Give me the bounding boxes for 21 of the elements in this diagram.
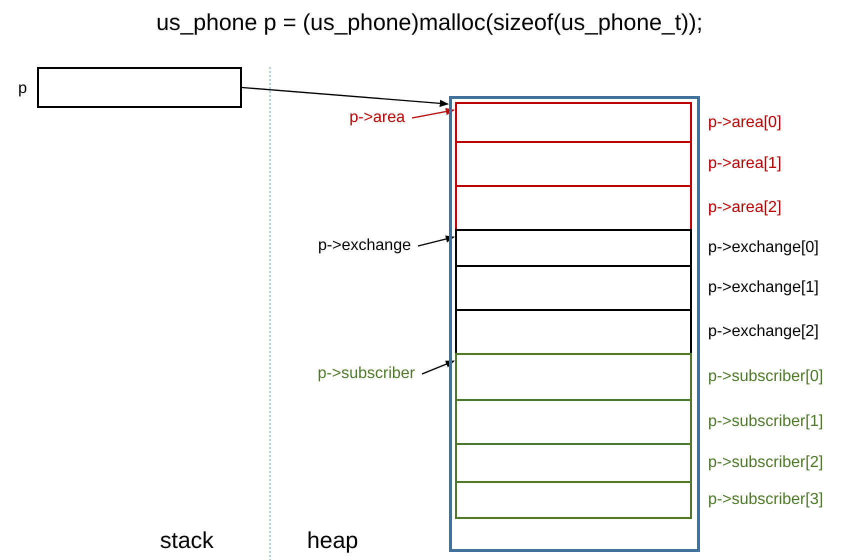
leader-arrow xyxy=(412,108,455,119)
leader-arrow xyxy=(422,360,455,375)
element-label: p->subscriber[3] xyxy=(708,490,824,510)
element-label: p->area[0] xyxy=(708,112,782,132)
region-label: heap xyxy=(307,526,358,554)
element-label: p->exchange[1] xyxy=(708,278,819,298)
title: us_phone p = (us_phone)malloc(sizeof(us_phone_t)); xyxy=(155,8,704,36)
element-label: p->exchange[2] xyxy=(708,322,819,342)
element-label: p->area[1] xyxy=(708,154,782,174)
pointer-label: p->area xyxy=(300,107,405,129)
element-label: p->subscriber[0] xyxy=(708,367,824,387)
region-label: stack xyxy=(160,526,214,554)
leader-arrow xyxy=(418,235,455,247)
element-label: p->area[2] xyxy=(708,198,782,218)
pointer-label: p->subscriber xyxy=(250,363,415,385)
element-label: p->exchange[0] xyxy=(708,238,819,258)
pointer-arrow xyxy=(242,86,449,107)
pointer-label: p->exchange xyxy=(260,235,411,257)
element-label: p->subscriber[1] xyxy=(708,412,824,432)
element-label: p->subscriber[2] xyxy=(708,453,824,473)
variable-name: p xyxy=(18,79,27,99)
